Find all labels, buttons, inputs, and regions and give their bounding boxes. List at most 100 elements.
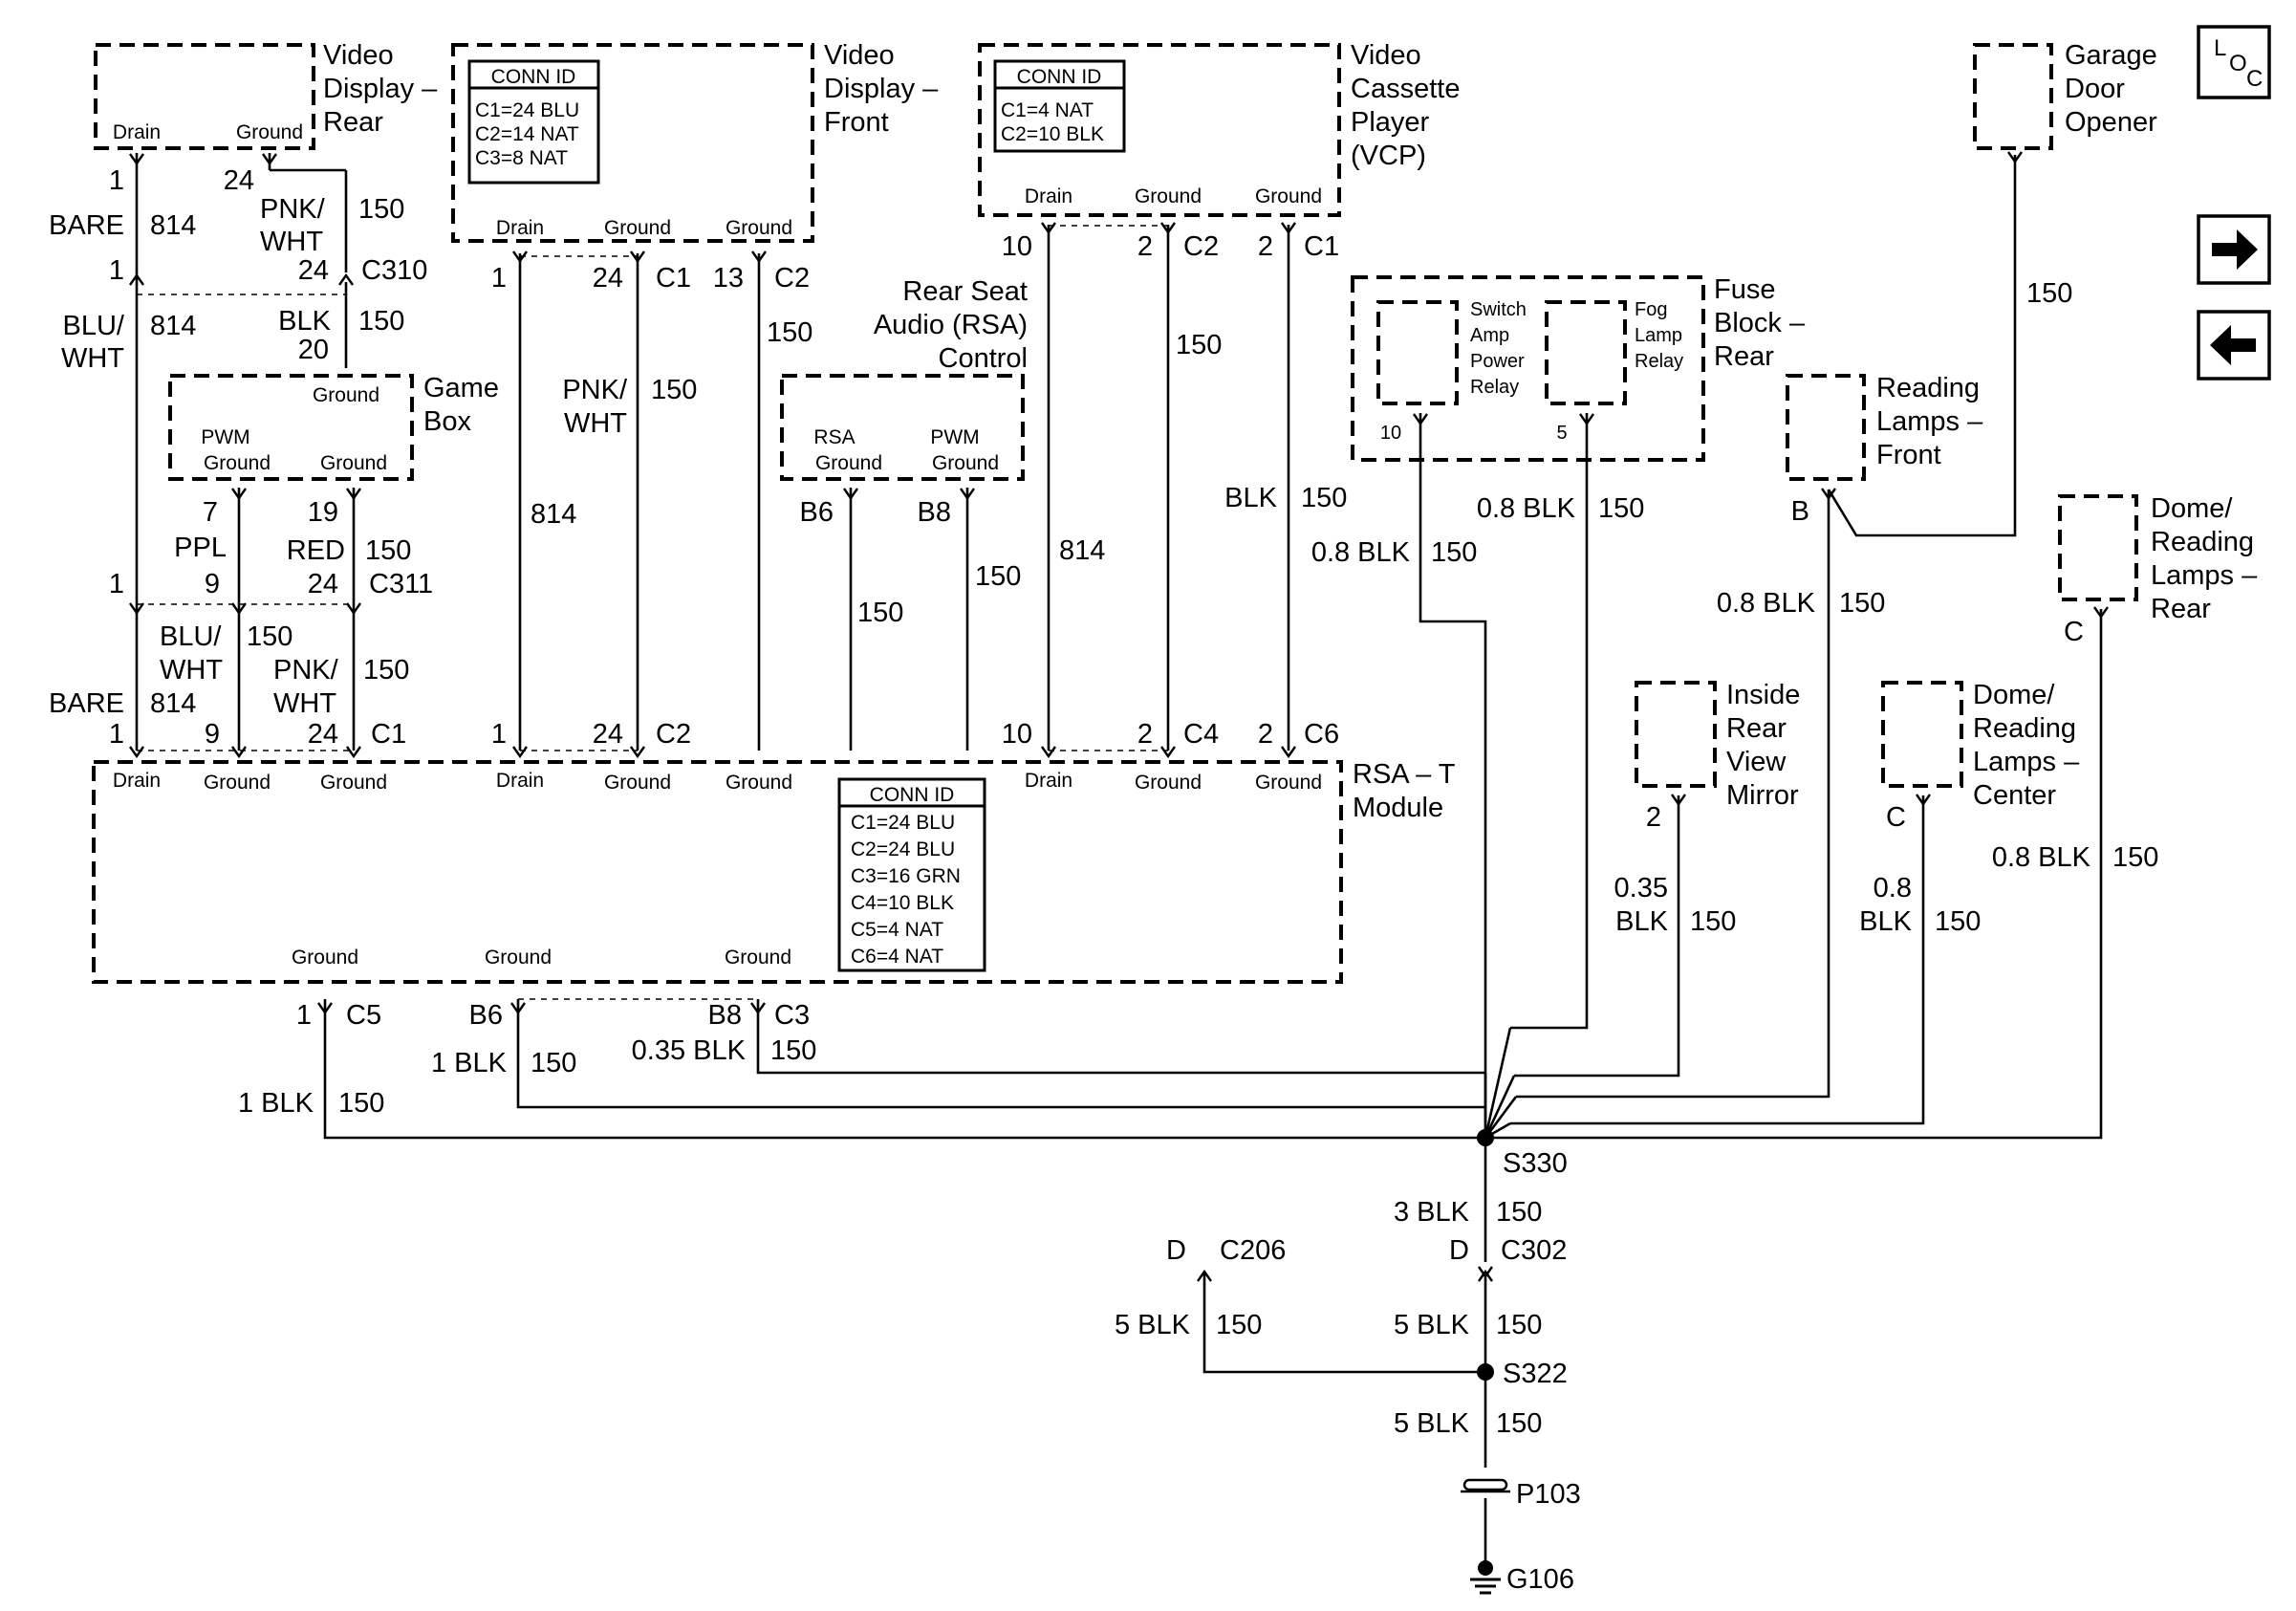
splice-s322 — [1477, 1363, 1494, 1381]
wires-c150-label: 150 — [247, 621, 292, 652]
components-video-display-front-label: Display – — [824, 74, 939, 104]
rsa-t-module-box — [92, 760, 1343, 984]
components-video-display-rear-label: Rear — [323, 107, 383, 138]
wires-c150-label: 150 — [1301, 483, 1347, 513]
wires-pnk-wht-label: PNK/ — [562, 375, 628, 405]
conn-id-title: CONN ID — [491, 66, 576, 88]
components-rsa-module-label: Module — [1353, 793, 1443, 823]
wires-blk-08-label: 0.8 BLK — [1992, 842, 2091, 873]
components-rsa-module-label: RSA – T — [1353, 759, 1456, 790]
pin-labels-ground-label: Ground — [726, 217, 792, 239]
wires-pnk-wht-label: PNK/ — [260, 194, 326, 225]
wires-blk-035-split-label: 0.35 — [1614, 873, 1668, 903]
components-dome-center-label: Dome/ — [1973, 680, 2055, 710]
connectors-c6-label: C6 — [1304, 719, 1339, 750]
wires-c814-label: 814 — [150, 311, 196, 341]
wires-blk-5-label: 5 BLK — [1115, 1310, 1191, 1340]
conn-id-line: C2=14 NAT — [475, 123, 579, 145]
svg-text:O: O — [2229, 51, 2247, 76]
pin-labels-drain-label: Drain — [1025, 185, 1072, 207]
wires-blk-5-label: 5 BLK — [1394, 1310, 1470, 1340]
pin-labels-ground-label: Ground — [320, 772, 387, 794]
wires-blu-wht-label: BLU/ — [160, 621, 222, 652]
wires-c814-label: 814 — [150, 688, 196, 719]
wires-c814-label: 814 — [531, 499, 576, 530]
wires-blk-035-label: 0.35 BLK — [632, 1035, 747, 1066]
components-switch-amp-relay-label: Amp — [1470, 325, 1509, 346]
pins-c-label: C — [1886, 802, 1906, 833]
components-inside-mirror-label: View — [1726, 747, 1787, 777]
pins-p24-label: 24 — [224, 165, 254, 196]
wires-red-label: RED — [287, 535, 345, 566]
pin-labels-ground-label: Ground — [313, 384, 379, 406]
svg-text:L: L — [2214, 35, 2226, 61]
components-dome-rear-label: Lamps – — [2151, 560, 2258, 591]
wires-pnk-wht-label: WHT — [273, 688, 336, 719]
wires-c150-label: 150 — [358, 306, 404, 337]
pin-labels-pwm-label: PWM — [201, 426, 249, 448]
components-dome-center-label: Reading — [1973, 713, 2076, 744]
wires-ppl-label: PPL — [174, 533, 227, 563]
pin-labels-ground-label: Ground — [1255, 185, 1322, 207]
pins-p5-label: 5 — [1556, 423, 1567, 444]
loc-icon[interactable]: L O C — [2197, 25, 2271, 99]
dome-rear-box — [2058, 494, 2138, 601]
previous-page-icon[interactable] — [2197, 310, 2271, 381]
components-reading-front-label: Lamps – — [1876, 406, 1983, 437]
connectors-c302-label: C302 — [1501, 1235, 1567, 1266]
components-dome-center-label: Lamps – — [1973, 747, 2080, 777]
garage-door-opener-box — [1973, 43, 2053, 150]
pin-labels-ground-label: Ground — [604, 217, 671, 239]
pins-p1-label: 1 — [109, 719, 124, 750]
wires-c150-label: 150 — [1176, 330, 1222, 360]
wires-c150-label: 150 — [1431, 537, 1477, 568]
next-page-icon[interactable] — [2197, 214, 2271, 285]
wires-blk-label: BLK — [1224, 483, 1277, 513]
pin-labels-pwm-label: PWM — [930, 426, 979, 448]
components-reading-front-label: Reading — [1876, 373, 1980, 403]
wires-c150-label: 150 — [2112, 842, 2158, 873]
components-garage-door-label: Door — [2065, 74, 2125, 104]
conn-id-line: C1=24 BLU — [851, 812, 955, 834]
wires-blk-08-label: 0.8 BLK — [1477, 493, 1576, 524]
conn-id-line: C6=4 NAT — [851, 946, 943, 968]
components-rsa-control-label: Rear Seat — [902, 276, 1028, 307]
pins-b-label: B — [1791, 496, 1809, 527]
p103-label: P103 — [1516, 1479, 1581, 1510]
splice-s330-label: S330 — [1503, 1148, 1568, 1179]
pins-b6-label: B6 — [800, 497, 834, 528]
pins-b8-label: B8 — [918, 497, 951, 528]
pin-labels-drain-label: Drain — [1025, 770, 1072, 792]
components-reading-front-label: Front — [1876, 440, 1941, 470]
wires-blk-08-label: 0.8 BLK — [1311, 537, 1411, 568]
connectors-c4-label: C4 — [1183, 719, 1219, 750]
pin-labels-ground-label: Ground — [204, 772, 271, 794]
components-fog-lamp-relay-label: Lamp — [1635, 325, 1682, 346]
wires-pnk-wht-label: WHT — [564, 408, 627, 439]
fog-lamp-relay-box — [1545, 300, 1627, 405]
g106-label: G106 — [1506, 1564, 1574, 1595]
vcp-box — [978, 43, 1341, 217]
conn-id-table-front: CONN ID C1=24 BLU C2=14 NAT C3=8 NAT — [467, 59, 600, 185]
wires-blk-1-label: 1 BLK — [238, 1088, 314, 1119]
wires-c150-label: 150 — [531, 1048, 576, 1078]
splice-s330 — [1477, 1129, 1494, 1146]
components-video-display-front-label: Video — [824, 40, 895, 71]
wires-blk-035-split-label: BLK — [1615, 906, 1668, 937]
components-inside-mirror-label: Rear — [1726, 713, 1787, 744]
wires-blu-wht-label: WHT — [160, 655, 223, 686]
components-video-display-rear-label: Video — [323, 40, 394, 71]
svg-text:C: C — [2246, 66, 2263, 92]
conn-id-line: C2=24 BLU — [851, 838, 955, 860]
conn-id-line: C3=8 NAT — [475, 147, 568, 169]
wires-c150-label: 150 — [2026, 278, 2072, 309]
pins-p1-label: 1 — [109, 165, 124, 196]
wires-blu-wht-label: BLU/ — [63, 311, 125, 341]
wires-c150-label: 150 — [1935, 906, 1981, 937]
wires-c150-label: 150 — [1496, 1197, 1542, 1228]
components-garage-door-label: Opener — [2065, 107, 2157, 138]
wires-c150-label: 150 — [1216, 1310, 1262, 1340]
wires-blk-3-label: 3 BLK — [1394, 1197, 1470, 1228]
components-vcp-label: Player — [1351, 107, 1430, 138]
pins-c-label: C — [2064, 617, 2084, 647]
